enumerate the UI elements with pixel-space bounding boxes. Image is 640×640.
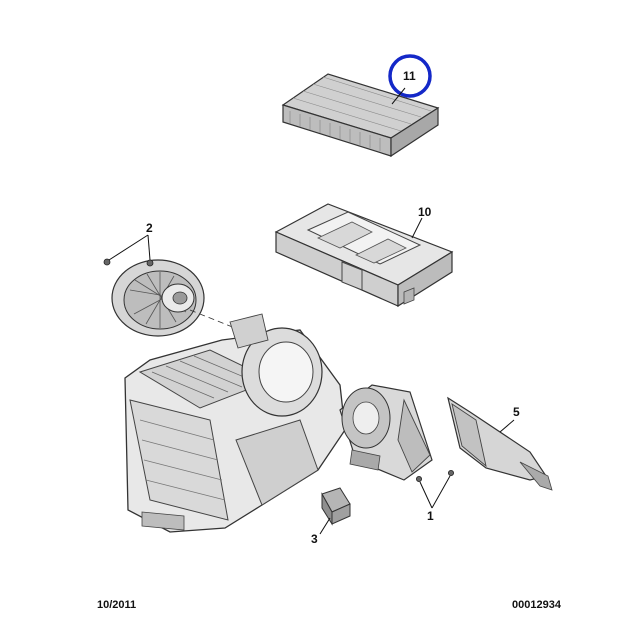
callout-1: 1 [427, 509, 434, 523]
footer-reference-number: 00012934 [512, 599, 561, 611]
heater-cover-part-1[interactable] [339, 384, 433, 481]
leader-lines-2 [108, 234, 151, 261]
screw-icon [415, 469, 454, 482]
leader-line-10 [411, 217, 423, 239]
callout-5: 5 [513, 405, 520, 419]
leader-line-5 [499, 419, 515, 433]
actuator-part-3[interactable] [321, 487, 351, 526]
filter-housing-part-10[interactable] [274, 203, 454, 308]
footer-date: 10/2011 [97, 599, 137, 611]
highlight-circle [388, 54, 432, 98]
leader-line-11 [391, 87, 406, 105]
hvac-housing[interactable] [124, 313, 346, 533]
cabin-filter-part-11[interactable] [281, 73, 440, 158]
callout-10: 10 [418, 205, 432, 219]
leader-lines-1 [419, 475, 451, 509]
leader-line-3 [319, 517, 331, 535]
callout-3: 3 [311, 532, 318, 546]
blower-motor-part-2[interactable] [111, 259, 205, 337]
screw-icon [103, 258, 154, 267]
air-duct-part-5[interactable] [447, 396, 553, 491]
callout-2: 2 [146, 221, 153, 235]
callout-11: 11 [403, 69, 416, 83]
